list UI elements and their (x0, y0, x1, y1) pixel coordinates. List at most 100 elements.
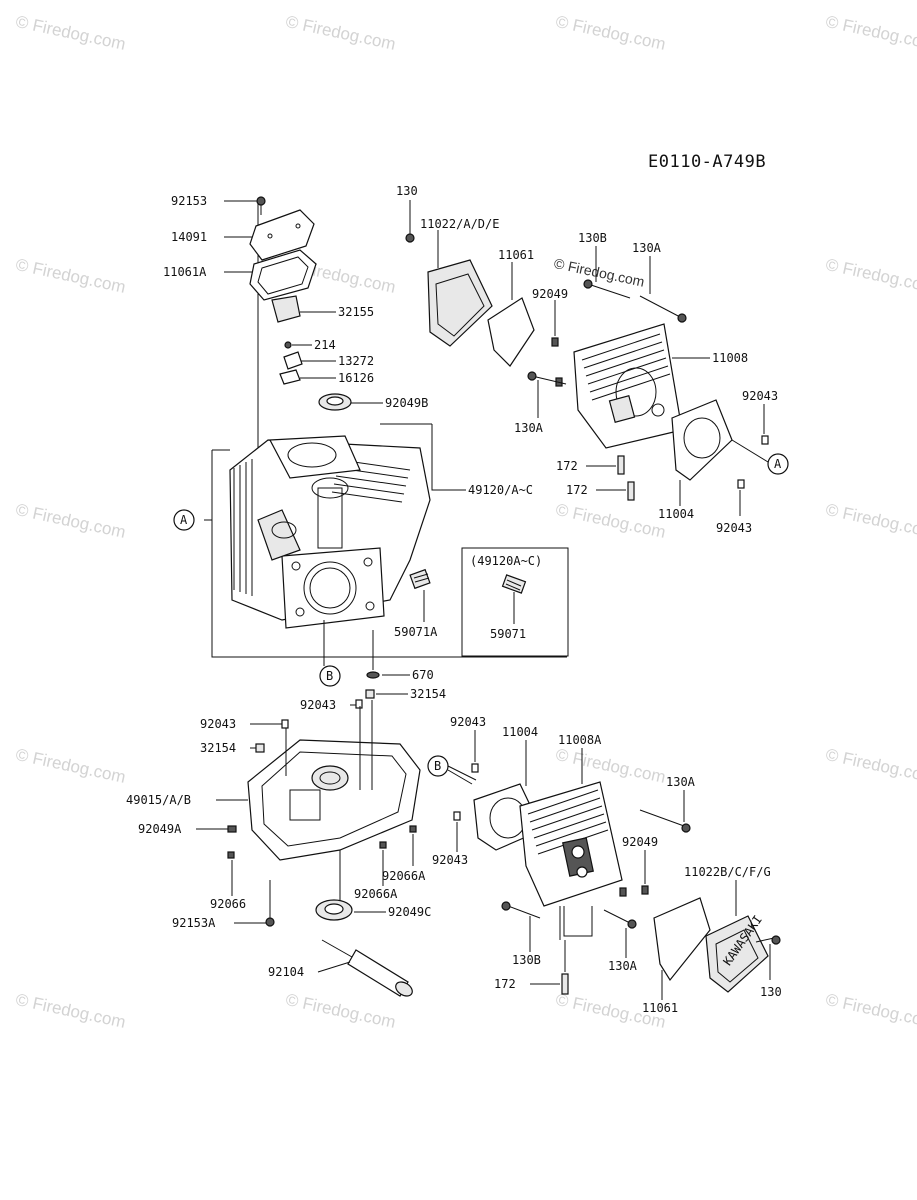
label-130: 130 (396, 184, 418, 198)
label-11061A: 11061A (163, 265, 207, 279)
o-ring-670 (366, 671, 380, 679)
label-92043: 92043 (716, 521, 752, 535)
bolt-130A (639, 295, 687, 323)
bolt-130B-b (501, 901, 541, 919)
label-172: 172 (556, 459, 578, 473)
label-92104: 92104 (268, 965, 304, 979)
pin-92043-b2 (453, 811, 461, 821)
inset-title: (49120A~C) (470, 554, 542, 568)
valve-cover-11022B: KAWASAKI (705, 913, 769, 993)
label-11061: 11061 (498, 248, 534, 262)
seal-92049-b3 (619, 887, 627, 897)
label-11061: 11061 (642, 1001, 678, 1015)
ref-A-left (173, 509, 195, 531)
crankcase-49120 (229, 435, 431, 629)
label-49120: 49120/A~C (468, 483, 533, 497)
ref-letter-A: A (774, 457, 782, 471)
ref-letter-A: A (180, 513, 188, 527)
label-32155: 32155 (338, 305, 374, 319)
bolt-130 (405, 233, 415, 243)
diagram-code: E0110-A749B (648, 152, 767, 172)
plug-32154-c (365, 689, 375, 699)
label-32154: 32154 (200, 741, 236, 755)
crankcase-cover-49015 (247, 700, 421, 861)
label-11022B: 11022B/C/F/G (684, 865, 771, 879)
part-214 (284, 341, 292, 349)
ref-B-bottom (427, 755, 449, 777)
stud-172-c (561, 973, 569, 995)
label-130B: 130B (512, 953, 541, 967)
label-49015: 49015/A/B (126, 793, 191, 807)
label-130: 130 (760, 985, 782, 999)
label-92049A: 92049A (138, 822, 182, 836)
label-92043: 92043 (742, 389, 778, 403)
seal-92049-b2 (641, 885, 649, 895)
label-11008: 11008 (712, 351, 748, 365)
label-92153: 92153 (171, 194, 207, 208)
bolt-130B (583, 279, 631, 299)
breather-32155 (271, 295, 301, 323)
label-92066: 92066 (210, 897, 246, 911)
label-130B: 130B (578, 231, 607, 245)
ref-letter-B: B (326, 669, 333, 683)
stud-172-b (627, 481, 635, 501)
bolt-130A-b1 (639, 809, 691, 833)
label-59071: 59071 (490, 627, 526, 641)
ref-A-right (767, 453, 789, 475)
cylinder-head-11008 (573, 323, 683, 449)
label-670: 670 (412, 668, 434, 682)
label-59071A: 59071A (394, 625, 438, 639)
label-214: 214 (314, 338, 336, 352)
plate-16126 (279, 369, 301, 385)
label-130A: 130A (666, 775, 696, 789)
bolt-92153A (265, 880, 275, 927)
head-gasket-11004 (671, 399, 733, 481)
label-130A: 130A (608, 959, 638, 973)
label-92066A: 92066A (382, 869, 426, 883)
label-92049: 92049 (622, 835, 658, 849)
bolt-130-b (755, 935, 781, 945)
inset-box (461, 547, 569, 657)
label-92043: 92043 (450, 715, 486, 729)
plate-13272 (283, 351, 303, 370)
label-11008A: 11008A (558, 733, 602, 747)
label-16126: 16126 (338, 371, 374, 385)
bolt-92153 (256, 196, 266, 215)
seal-92049A (227, 825, 237, 833)
label-92043: 92043 (432, 853, 468, 867)
plug-59071 (501, 574, 527, 624)
pin-92043 (761, 435, 769, 445)
pin-92043-b (737, 479, 745, 489)
label-92049: 92049 (532, 287, 568, 301)
label-92066A: 92066A (354, 887, 398, 901)
label-130A-mid: 130A (514, 421, 544, 435)
label-14091: 14091 (171, 230, 207, 244)
label-32154: 32154 (410, 687, 446, 701)
stud-172 (617, 455, 625, 475)
cover-14091 (249, 209, 315, 261)
label-130A: 130A (632, 241, 662, 255)
label-92049B: 92049B (385, 396, 428, 410)
ref-letter-B: B (434, 759, 441, 773)
ref-B-top (319, 665, 341, 687)
label-92153A: 92153A (172, 916, 216, 930)
pin-92043-l (281, 719, 289, 729)
gasket-11061 (487, 297, 535, 367)
gasket-11061A (249, 249, 317, 301)
pin-92043-c (355, 699, 363, 709)
label-92043: 92043 (300, 698, 336, 712)
label-172: 172 (566, 483, 588, 497)
plug-92066A-a (379, 841, 387, 849)
label-172: 172 (494, 977, 516, 991)
label-11004: 11004 (502, 725, 538, 739)
seal-92049 (551, 337, 559, 347)
bolt-130A-b2 (603, 909, 637, 929)
pin-92043-b1 (471, 763, 479, 773)
sealant-tube-92104 (321, 939, 413, 997)
label-92043: 92043 (200, 717, 236, 731)
plug-92066 (227, 851, 235, 859)
label-92049C: 92049C (388, 905, 431, 919)
cylinder-head-11008A (519, 781, 623, 907)
plug-92066A-b (409, 825, 417, 833)
